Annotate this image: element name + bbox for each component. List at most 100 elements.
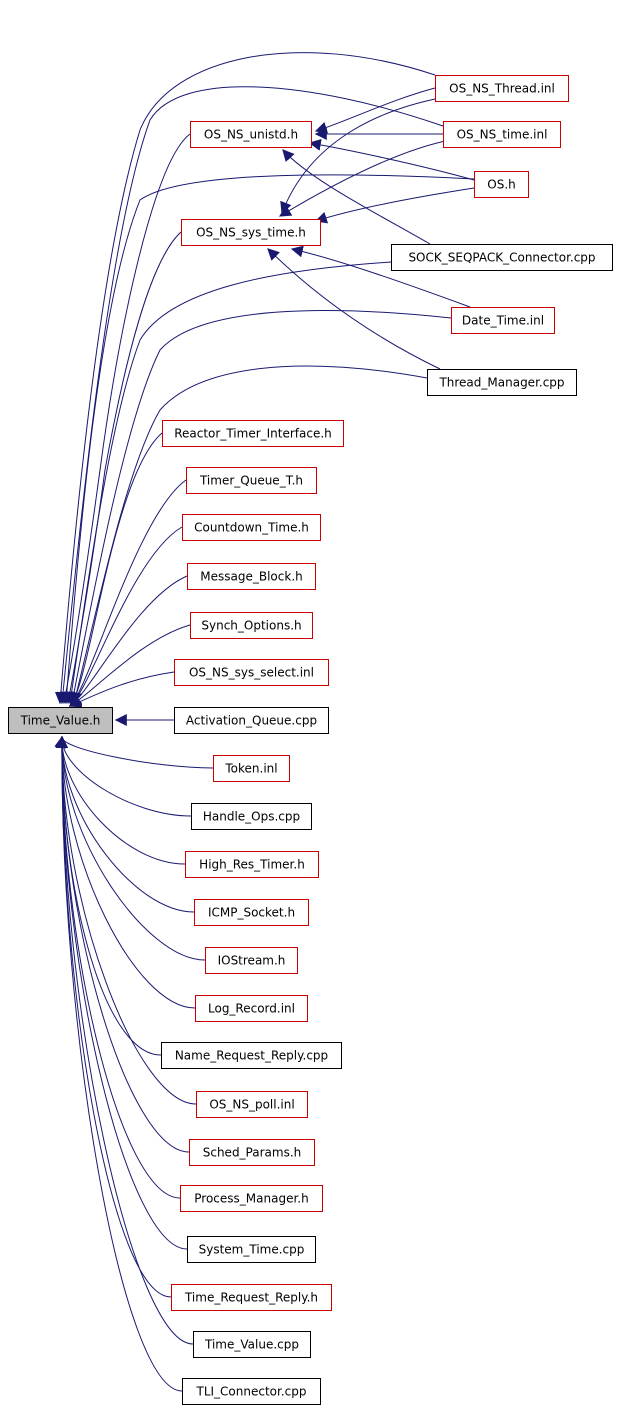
node-label: Timer_Queue_T.h	[199, 474, 303, 488]
node-label: Handle_Ops.cpp	[203, 810, 300, 824]
edge-iostream-h-to-time-value-h	[55, 735, 206, 961]
node-label: Sched_Params.h	[203, 1146, 302, 1160]
edge-os-ns-sys-time-h-to-time-value-h	[64, 231, 182, 705]
edge-date-time-inl-to-os-ns-sys-time-h	[290, 245, 471, 308]
edges-layer	[54, 52, 475, 1392]
edge-sched-params-h-to-time-value-h	[55, 735, 190, 1153]
edge-os-h-to-time-value-h	[60, 174, 475, 705]
node-countdown-time-h[interactable]: Countdown_Time.h	[182, 514, 321, 541]
edge-date-time-inl-to-time-value-h	[68, 310, 452, 705]
node-label: Reactor_Timer_Interface.h	[174, 427, 332, 441]
node-box	[161, 1042, 342, 1069]
edge-sock-seqpack-connector-cpp-to-time-value-h	[65, 261, 392, 705]
node-box	[191, 803, 312, 830]
node-label: Message_Block.h	[200, 570, 302, 584]
node-box	[190, 121, 312, 148]
node-box	[180, 1185, 323, 1212]
node-box	[174, 707, 329, 734]
node-os-ns-unistd-h[interactable]: OS_NS_unistd.h	[190, 121, 312, 148]
edge-handle-ops-cpp-to-time-value-h	[55, 735, 192, 817]
node-label: Process_Manager.h	[194, 1192, 308, 1206]
node-label: Activation_Queue.cpp	[186, 714, 317, 728]
node-box	[443, 121, 561, 148]
node-tli-connector-cpp: TLI_Connector.cpp	[182, 1378, 321, 1405]
node-label: OS_NS_poll.inl	[209, 1098, 294, 1112]
node-box	[427, 369, 577, 396]
node-timer-queue-t-h[interactable]: Timer_Queue_T.h	[186, 467, 317, 494]
edge-os-ns-time-inl-to-time-value-h	[57, 86, 444, 705]
node-label: OS_NS_time.inl	[457, 128, 548, 142]
node-label: SOCK_SEQPACK_Connector.cpp	[408, 251, 595, 265]
node-sched-params-h[interactable]: Sched_Params.h	[189, 1139, 315, 1166]
edge-os-ns-thread-inl-to-time-value-h	[54, 52, 436, 705]
node-os-ns-sys-time-h[interactable]: OS_NS_sys_time.h	[181, 219, 321, 246]
node-date-time-inl[interactable]: Date_Time.inl	[451, 307, 555, 334]
node-os-ns-time-inl[interactable]: OS_NS_time.inl	[443, 121, 561, 148]
node-box	[181, 219, 321, 246]
node-box	[187, 1236, 316, 1263]
node-process-manager-h[interactable]: Process_Manager.h	[180, 1185, 323, 1212]
node-log-record-inl[interactable]: Log_Record.inl	[195, 995, 308, 1022]
node-label: High_Res_Timer.h	[199, 858, 305, 872]
node-token-inl[interactable]: Token.inl	[213, 755, 290, 782]
node-high-res-timer-h[interactable]: High_Res_Timer.h	[185, 851, 319, 878]
node-box	[171, 1284, 332, 1311]
edge-os-h-to-os-ns-unistd-h	[308, 138, 475, 181]
node-box	[8, 707, 113, 734]
node-time-request-reply-h[interactable]: Time_Request_Reply.h	[171, 1284, 332, 1311]
node-os-ns-thread-inl[interactable]: OS_NS_Thread.inl	[435, 75, 569, 102]
node-box	[162, 420, 344, 447]
edge-os-ns-time-inl-to-os-ns-sys-time-h	[278, 139, 451, 217]
node-box	[194, 899, 309, 926]
edge-high-res-timer-h-to-time-value-h	[55, 735, 186, 865]
edge-os-ns-thread-inl-to-os-ns-sys-time-h	[280, 97, 441, 215]
edge-icmp-socket-h-to-time-value-h	[55, 735, 195, 913]
node-sock-seqpack-connector-cpp: SOCK_SEQPACK_Connector.cpp	[391, 244, 613, 271]
node-label: Time_Request_Reply.h	[184, 1291, 318, 1305]
edge-synch-options-h-to-time-value-h	[68, 624, 191, 707]
edge-tli-connector-cpp-to-time-value-h	[55, 735, 183, 1392]
node-box	[182, 1378, 321, 1405]
edge-log-record-inl-to-time-value-h	[55, 735, 196, 1009]
node-box	[213, 755, 290, 782]
node-box	[174, 659, 329, 686]
edge-time-value-cpp-to-time-value-h	[55, 735, 194, 1345]
edge-os-ns-sys-select-inl-to-time-value-h	[68, 671, 175, 708]
edge-os-ns-unistd-h-to-time-value-h	[60, 133, 191, 705]
node-handle-ops-cpp: Handle_Ops.cpp	[191, 803, 312, 830]
node-os-h[interactable]: OS.h	[474, 171, 529, 198]
node-box	[205, 947, 298, 974]
edge-thread-manager-cpp-to-time-value-h	[70, 365, 428, 705]
node-activation-queue-cpp: Activation_Queue.cpp	[174, 707, 329, 734]
edge-name-request-reply-cpp-to-time-value-h	[55, 735, 162, 1056]
node-message-block-h[interactable]: Message_Block.h	[187, 563, 316, 590]
edge-timer-queue-t-h-to-time-value-h	[69, 479, 187, 707]
node-box	[190, 612, 313, 639]
node-box	[195, 995, 308, 1022]
node-box	[196, 1091, 308, 1118]
node-label: TLI_Connector.cpp	[196, 1385, 307, 1399]
node-label: System_Time.cpp	[199, 1243, 305, 1257]
edge-sock-seqpack-connector-cpp-to-os-ns-unistd-h	[282, 149, 431, 245]
node-os-ns-sys-select-inl[interactable]: OS_NS_sys_select.inl	[174, 659, 329, 686]
node-synch-options-h[interactable]: Synch_Options.h	[190, 612, 313, 639]
edge-system-time-cpp-to-time-value-h	[55, 735, 188, 1250]
node-label: IOStream.h	[218, 954, 286, 968]
edge-token-inl-to-time-value-h	[54, 735, 214, 769]
node-system-time-cpp: System_Time.cpp	[187, 1236, 316, 1263]
nodes-layer: Time_Value.h OS_NS_Thread.inlOS_NS_unistd…	[8, 75, 613, 1405]
node-iostream-h[interactable]: IOStream.h	[205, 947, 298, 974]
node-label: OS_NS_sys_time.h	[196, 226, 306, 240]
node-box	[474, 171, 529, 198]
node-icmp-socket-h[interactable]: ICMP_Socket.h	[194, 899, 309, 926]
node-label: OS.h	[487, 178, 515, 192]
edge-thread-manager-cpp-to-os-ns-sys-time-h	[267, 248, 441, 370]
node-os-ns-poll-inl[interactable]: OS_NS_poll.inl	[196, 1091, 308, 1118]
node-box	[182, 514, 321, 541]
node-label: Countdown_Time.h	[194, 521, 309, 535]
node-box	[391, 244, 613, 271]
edge-os-h-to-os-ns-sys-time-h	[314, 187, 475, 224]
node-reactor-timer-interface-h[interactable]: Reactor_Timer_Interface.h	[162, 420, 344, 447]
node-label: Synch_Options.h	[201, 619, 301, 633]
node-label: Time_Value.h	[20, 714, 101, 728]
